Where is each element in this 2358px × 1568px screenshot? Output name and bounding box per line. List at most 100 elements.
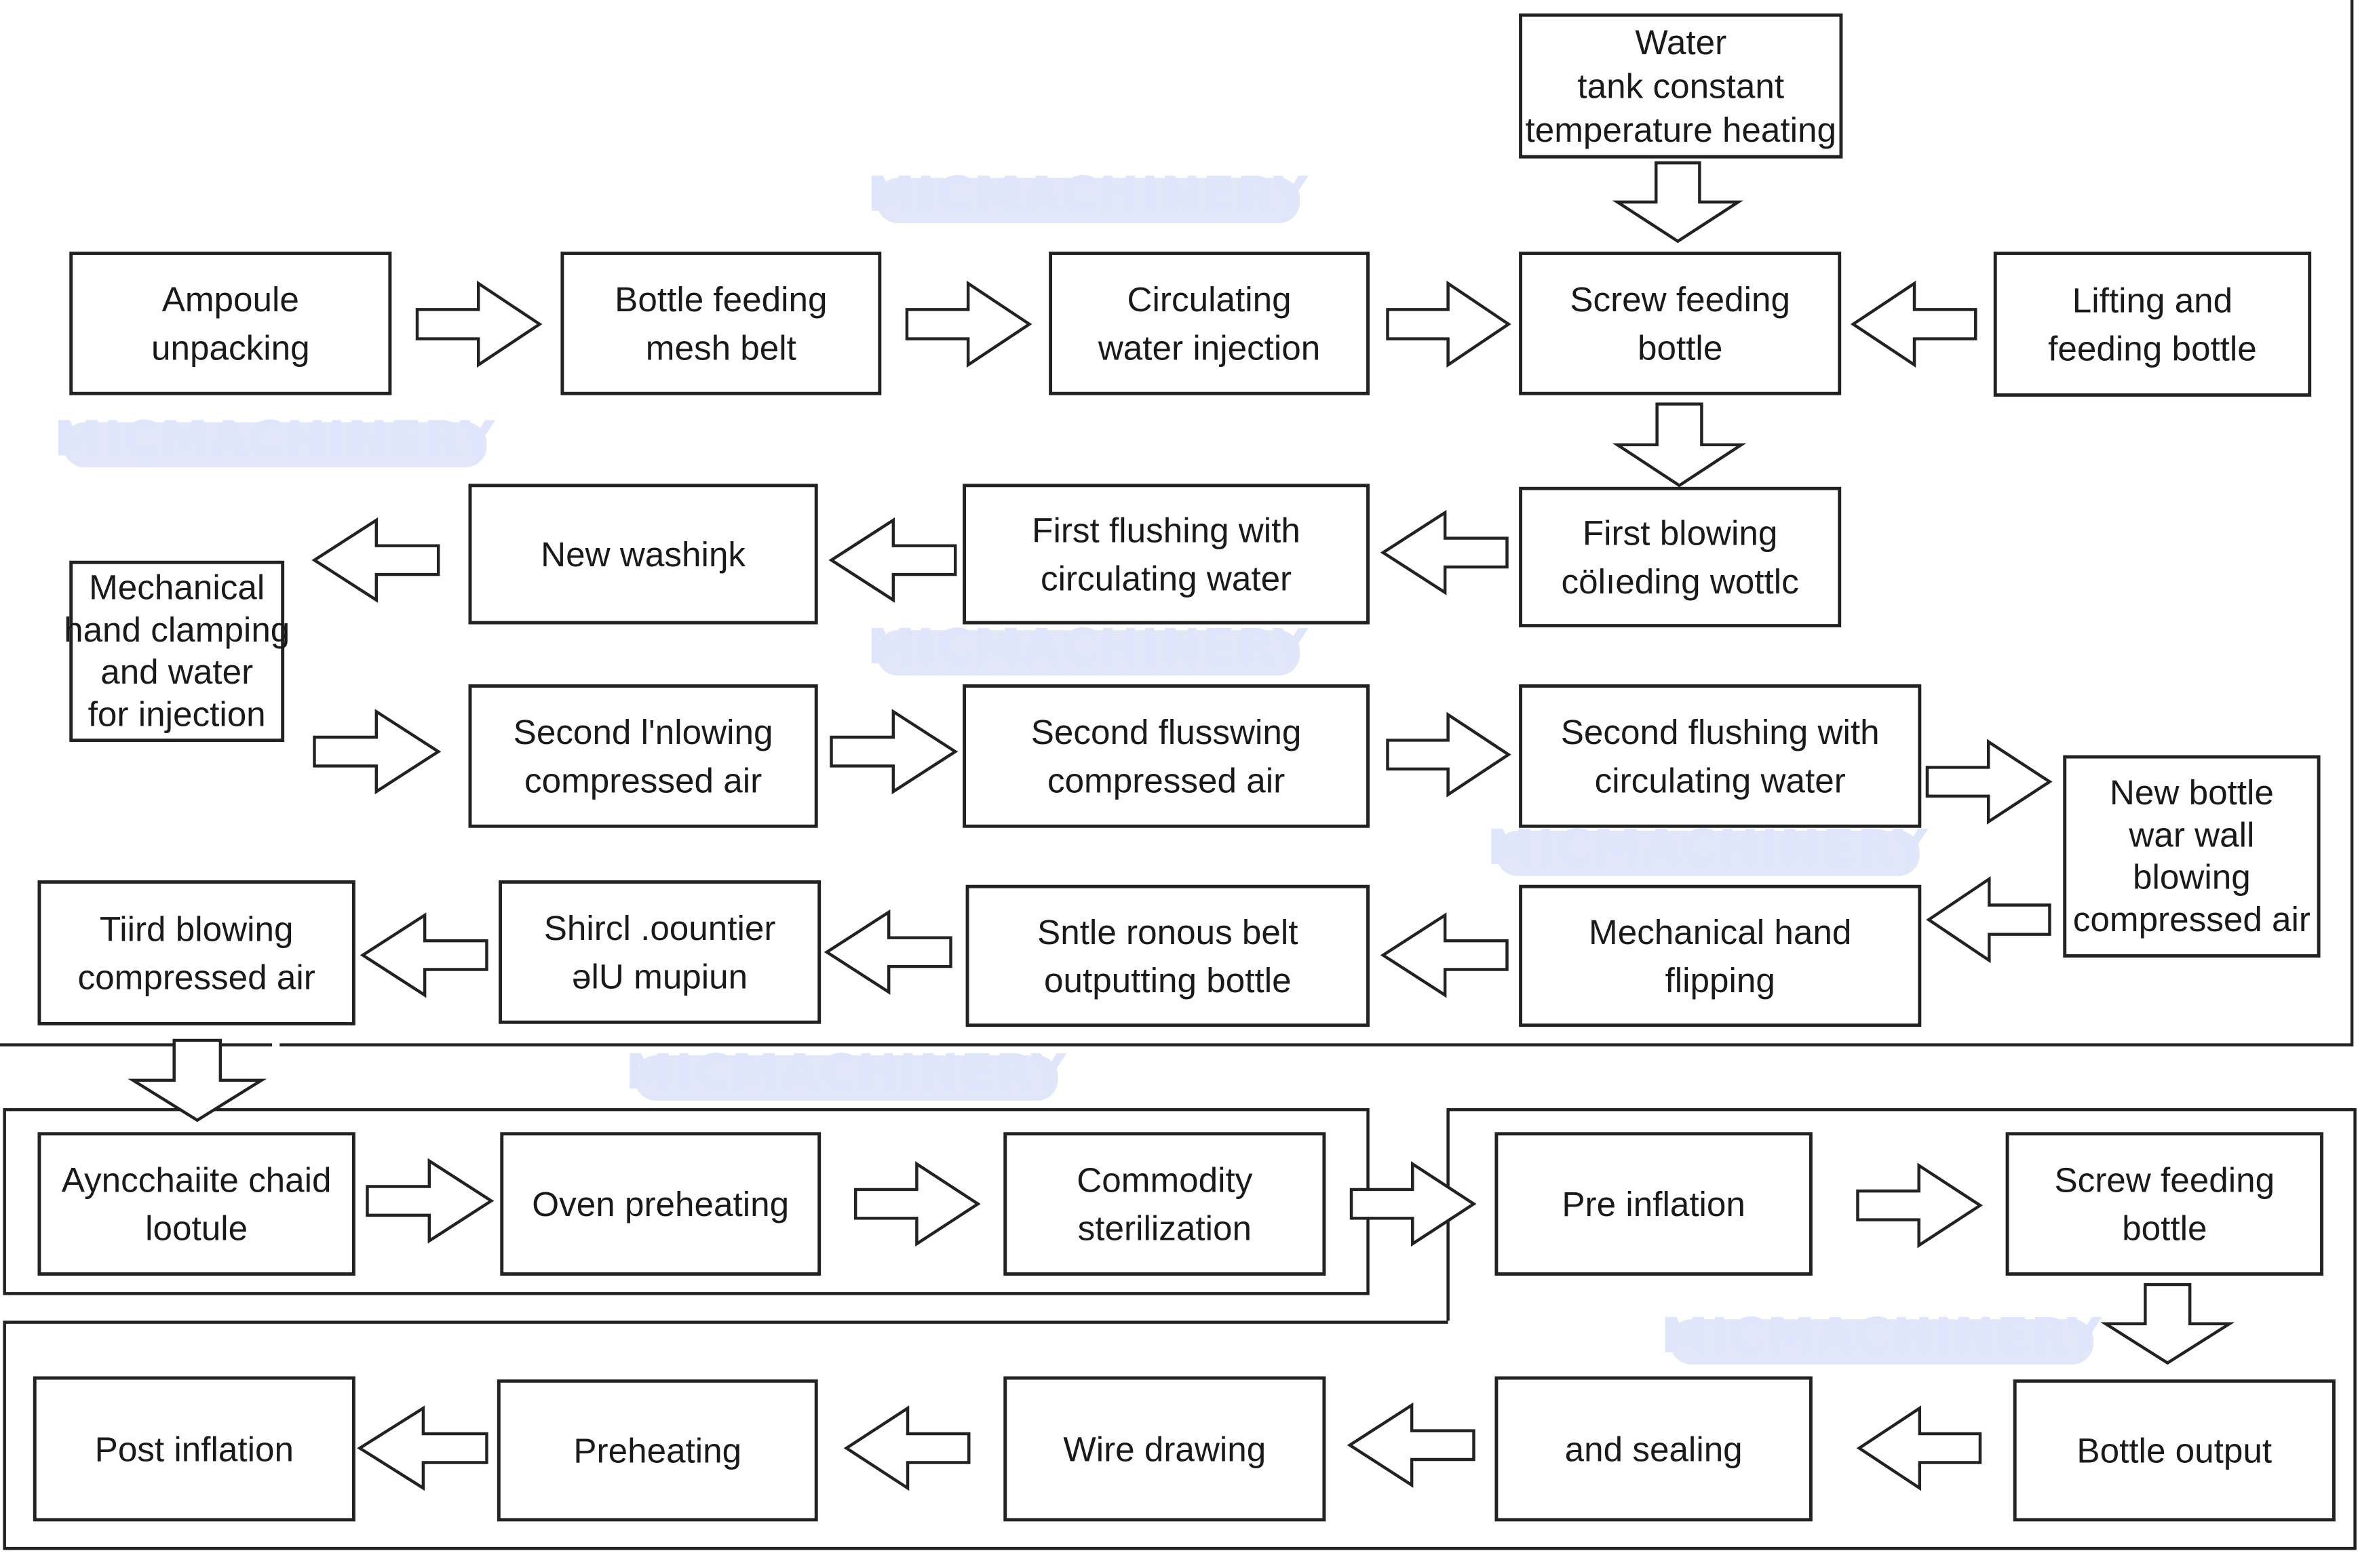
step-third-blowing: Tiird blowing compressed air xyxy=(37,880,355,1025)
arrow-right-icon xyxy=(415,280,543,368)
step-label-line: water injection xyxy=(1098,328,1320,367)
step-box xyxy=(1519,684,1922,828)
arrow-down-icon xyxy=(128,1038,267,1122)
step-box xyxy=(499,880,822,1024)
arrows xyxy=(128,161,2235,1491)
step-label-line: Second l'nlowing xyxy=(514,713,773,751)
step-label-line: compressed air xyxy=(2073,900,2311,939)
step-label-line: Wire drawing xyxy=(1063,1430,1266,1468)
arrow-left-icon xyxy=(843,1405,971,1491)
step-label: Wire drawing xyxy=(1063,1430,1266,1468)
watermark: MICMACHINERY xyxy=(1661,1308,2102,1365)
step-label-line: blowing xyxy=(2133,858,2251,897)
arrow-down-icon xyxy=(2100,1282,2235,1365)
step-label-line: əlU mupiun xyxy=(572,957,748,996)
step-box xyxy=(1003,1132,1326,1276)
step-label-line: sterilization xyxy=(1078,1209,1252,1248)
watermark-text: MICMACHINERY xyxy=(1487,819,1929,876)
step-circulating-water-injection: Circulating water injection xyxy=(1049,252,1370,395)
step-label-line: Ampoule xyxy=(162,280,299,319)
watermark-text: MICMACHINERY xyxy=(54,410,496,467)
watermark: MICMACHINERY xyxy=(867,166,1308,224)
arrow-right-icon xyxy=(1349,1161,1477,1247)
step-label-line: Tiird blowing xyxy=(100,909,294,948)
step-label-line: Pre inflation xyxy=(1562,1185,1745,1223)
watermark-glow xyxy=(63,422,487,468)
step-box xyxy=(1519,252,1842,395)
step-label-line: compressed air xyxy=(1047,761,1285,800)
step-label: New washiŋk xyxy=(541,535,746,574)
arrow-left-icon xyxy=(1850,280,1977,368)
step-label-line: temperature heating xyxy=(1526,111,1837,149)
step-box xyxy=(1519,884,1922,1027)
step-label: Circulating water injection xyxy=(1098,280,1320,367)
step-box xyxy=(69,252,392,395)
step-label: and sealing xyxy=(1565,1430,1743,1468)
step-label-line: circulating water xyxy=(1595,761,1846,800)
step-label-line: and sealing xyxy=(1565,1430,1743,1468)
step-label-line: Circulating xyxy=(1127,280,1292,319)
step-label: Second l'nlowing compressed air xyxy=(514,713,773,800)
step-box xyxy=(1519,13,1843,159)
arrow-right-icon xyxy=(366,1158,495,1244)
arrow-left-icon xyxy=(1380,912,1509,998)
arrow-left-icon xyxy=(360,912,488,998)
arrow-right-icon xyxy=(830,709,959,795)
step-preheating: Preheating xyxy=(497,1379,818,1522)
step-label-line: Oven preheating xyxy=(532,1185,789,1223)
step-box xyxy=(963,484,1370,625)
step-label-line: Mechanical xyxy=(89,568,265,607)
step-label: Tiird blowing compressed air xyxy=(78,909,315,996)
step-label-line: war wall xyxy=(2128,815,2254,854)
arrow-left-icon xyxy=(1856,1405,1982,1491)
step-label-line: Water xyxy=(1635,23,1726,62)
step-second-blowing: Second l'nlowing compressed air xyxy=(468,684,818,828)
step-water-tank: Water tank constant temperature heating xyxy=(1519,13,1843,159)
arrow-right-icon xyxy=(1925,739,2053,825)
step-box xyxy=(1993,252,2312,397)
step-label-line: flipping xyxy=(1665,961,1775,1000)
step-label-line: compressed air xyxy=(78,958,315,997)
step-label-line: Bottle feeding xyxy=(615,280,827,319)
step-box xyxy=(37,1132,355,1276)
arrow-down-icon xyxy=(1612,402,1747,488)
arrow-right-icon xyxy=(905,280,1032,368)
step-label-line: cölıeding wottlc xyxy=(1562,562,1799,601)
step-label-line: Lifting and xyxy=(2072,281,2233,319)
step-label-line: New bottle xyxy=(2110,773,2274,812)
watermark: MICMACHINERY xyxy=(1487,819,1929,876)
step-second-flushing: Second flushing with circulating water xyxy=(1519,684,1922,828)
step-label-line: Second flushing with xyxy=(1561,713,1880,751)
step-label-line: outputting bottle xyxy=(1044,961,1292,1000)
watermark-glow xyxy=(1496,830,1920,876)
step-new-washing: New washiŋk xyxy=(468,484,818,625)
step-label: Water tank constant temperature heating xyxy=(1526,23,1837,149)
step-label-line: tank constant xyxy=(1577,67,1784,106)
lower-right-frame xyxy=(3,1108,2357,1550)
step-label-line: Bottle output xyxy=(2076,1432,2272,1470)
step-box xyxy=(963,684,1370,828)
step-label-line: Shircl .oountier xyxy=(544,909,776,947)
step-label-line: unpacking xyxy=(151,328,310,367)
step-label: Oven preheating xyxy=(532,1185,789,1223)
step-box xyxy=(69,560,285,742)
step-label-line: bottle xyxy=(1638,328,1722,367)
step-label-line: compressed air xyxy=(524,761,762,800)
